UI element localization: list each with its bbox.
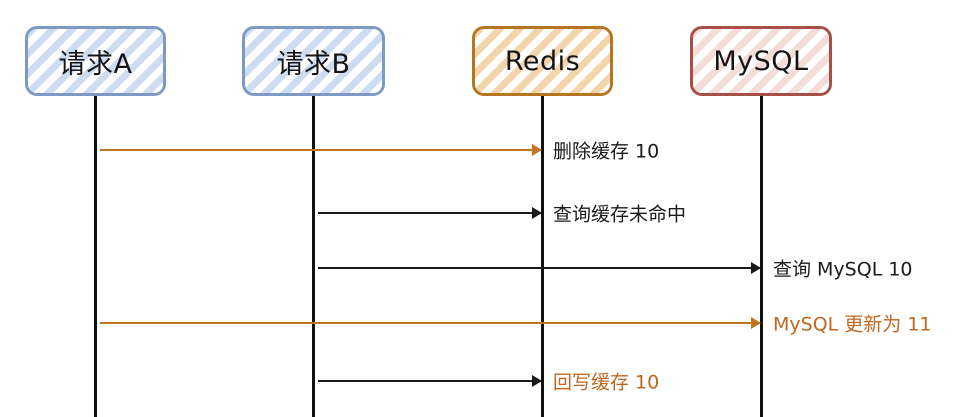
message-label-m5: 回写缓存 10 [553, 371, 660, 394]
lifeline-request-b [312, 96, 315, 417]
participant-box-mysql[interactable]: MySQL [690, 26, 832, 96]
participant-box-request-a[interactable]: 请求A [25, 26, 166, 96]
message-arrow-line-m1 [100, 149, 541, 151]
participant-label-mysql: MySQL [713, 45, 809, 77]
message-arrow-line-m5 [318, 380, 541, 382]
lifeline-mysql [760, 96, 763, 417]
participant-label-request-a: 请求A [58, 48, 133, 80]
participant-box-request-b[interactable]: 请求B [242, 26, 385, 96]
message-label-m1: 删除缓存 10 [553, 140, 660, 163]
message-arrow-line-m3 [318, 267, 760, 269]
hatch-pattern-icon [693, 29, 829, 93]
hatch-pattern-icon [245, 29, 382, 93]
participant-label-request-b: 请求B [276, 48, 351, 80]
message-arrow-line-m2 [318, 212, 541, 214]
message-arrowhead-m4 [751, 317, 761, 329]
message-arrowhead-m3 [751, 262, 761, 274]
message-arrowhead-m2 [532, 207, 542, 219]
message-label-m2: 查询缓存未命中 [553, 203, 687, 226]
participant-label-redis: Redis [504, 45, 581, 77]
participant-box-redis[interactable]: Redis [472, 26, 613, 96]
hatch-pattern-icon [475, 29, 610, 93]
hatch-pattern-icon [28, 29, 163, 93]
message-arrow-line-m4 [100, 322, 760, 324]
message-arrowhead-m5 [532, 375, 542, 387]
message-arrowhead-m1 [532, 144, 542, 156]
message-label-m4: MySQL 更新为 11 [773, 313, 932, 336]
lifeline-redis [541, 96, 544, 417]
lifeline-request-a [94, 96, 97, 417]
message-label-m3: 查询 MySQL 10 [773, 258, 913, 281]
